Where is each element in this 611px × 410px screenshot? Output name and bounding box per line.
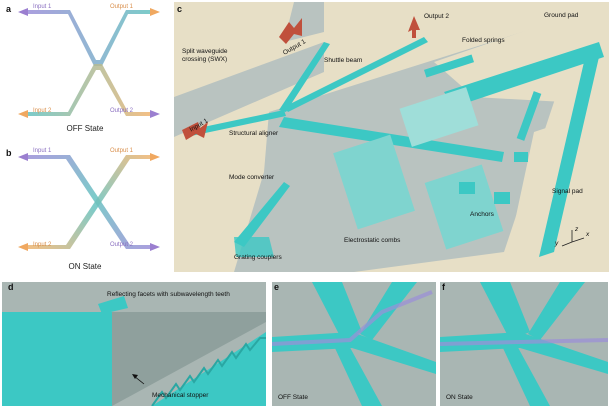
reflecting-facets-label: Reflecting facets with subwavelength tee… xyxy=(107,291,230,298)
off-state-rendering xyxy=(272,282,436,406)
structural-aligner-label: Structural aligner xyxy=(229,130,279,137)
a-output1-label: Output 1 xyxy=(110,4,134,10)
panel-b-diagram xyxy=(18,153,160,251)
input1-arrow-icon xyxy=(18,8,28,16)
panel-b-label: b xyxy=(6,148,12,158)
signal-pad-label: Signal pad xyxy=(552,188,583,195)
b-input1-label: Input 1 xyxy=(33,148,52,154)
panel-a-label: a xyxy=(6,4,12,14)
folded-springs-label: Folded springs xyxy=(462,37,505,44)
panel-e-label: e xyxy=(274,282,280,292)
electrostatic-combs-label: Electrostatic combs xyxy=(344,237,401,244)
panel-a: a Input 1 Output 1 Input 2 Output 2 OFF … xyxy=(0,0,170,140)
output1-arrow-icon xyxy=(150,8,160,16)
anchors-label: Anchors xyxy=(470,211,494,218)
b-input1-arrow-icon xyxy=(18,153,28,161)
off-lower-waveguide xyxy=(28,64,150,116)
on-state-rendering xyxy=(440,282,608,406)
output2-arrow-icon xyxy=(150,110,160,118)
b-output2-arrow-icon xyxy=(150,243,160,251)
output2-label: Output 2 xyxy=(424,13,449,20)
a-input1-label: Input 1 xyxy=(33,4,52,10)
output2-red-arrow-icon xyxy=(408,16,420,38)
on-diagonal-waveguide-2 xyxy=(28,155,150,249)
output1-red-arrow-icon xyxy=(279,18,302,44)
panel-f-label: f xyxy=(442,282,445,292)
mode-converter-label: Mode converter xyxy=(229,174,275,181)
reflecting-facet-rendering xyxy=(2,296,266,406)
b-output2-label: Output 2 xyxy=(110,242,134,248)
panel-d-label: d xyxy=(8,282,14,292)
mechanical-stopper-label: Mechanical stopper xyxy=(152,392,209,399)
panel-d: d Reflecting facets with subwavelength t… xyxy=(2,282,266,406)
axis-x-label: x xyxy=(586,231,590,238)
axis-z-label: z xyxy=(575,226,579,233)
panel-f: f ON State xyxy=(440,282,608,406)
panel-a-diagram xyxy=(18,8,160,118)
panel-b: b Input 1 Output 1 Input 2 Output 2 ON S… xyxy=(0,145,170,275)
b-output1-label: Output 1 xyxy=(110,148,134,154)
device-rendering xyxy=(174,2,609,272)
input1-red-arrow-icon xyxy=(182,122,208,140)
a-output2-label: Output 2 xyxy=(110,108,134,114)
crossing-label: crossing (SWX) xyxy=(182,56,228,63)
a-state-label: OFF State xyxy=(66,124,104,133)
off-upper-waveguide xyxy=(28,10,150,66)
panel-c-label: c xyxy=(177,4,183,14)
panel-c: c Output 2 Ground pad Output 1 Split wav… xyxy=(174,2,609,272)
f-state-label: ON State xyxy=(446,394,473,401)
on-diagonal-waveguide-1 xyxy=(28,155,150,249)
axis-y-label: y xyxy=(555,240,559,247)
panel-e: e OFF State xyxy=(272,282,436,406)
e-state-label: OFF State xyxy=(278,394,308,401)
b-input2-arrow-icon xyxy=(18,243,28,251)
grating-couplers-label: Grating couplers xyxy=(234,254,282,261)
shuttle-beam-label: Shuttle beam xyxy=(324,57,363,64)
b-input2-label: Input 2 xyxy=(33,242,52,248)
ground-pad-label: Ground pad xyxy=(544,12,579,19)
b-output1-arrow-icon xyxy=(150,153,160,161)
b-state-label: ON State xyxy=(68,262,102,271)
a-input2-label: Input 2 xyxy=(33,108,52,114)
split-waveguide-label: Split waveguide xyxy=(182,48,228,55)
input2-arrow-icon xyxy=(18,110,28,118)
